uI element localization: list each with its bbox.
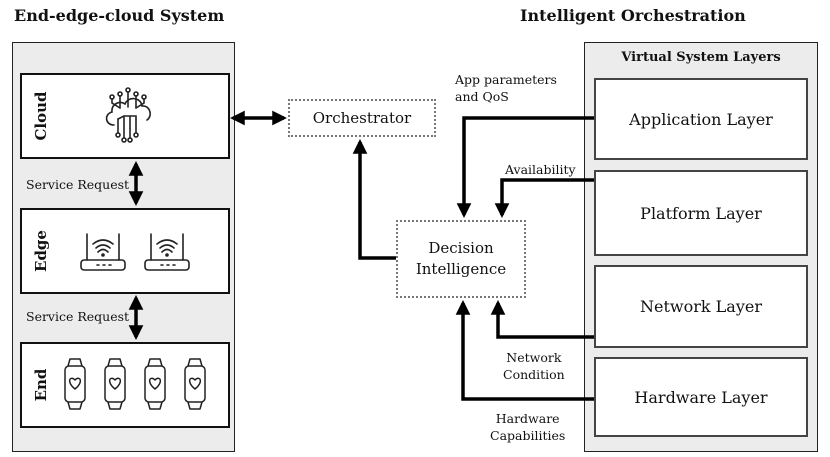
network-layer-label: Network Layer (640, 297, 762, 316)
application-layer: Application Layer (594, 78, 808, 160)
application-decision-arrow (456, 116, 594, 218)
orchestrator-box: Orchestrator (288, 99, 436, 137)
decision-orchestrator-arrow (352, 139, 396, 260)
virtual-layers-title: Virtual System Layers (621, 50, 781, 65)
service-request-label-2: Service Request (26, 309, 130, 324)
platform-decision-arrow (494, 178, 594, 218)
service-request-label-1: Service Request (26, 177, 130, 192)
application-layer-label: Application Layer (629, 109, 773, 129)
cloud-circuit-icon (105, 87, 151, 143)
decision-intelligence-box: Decision Intelligence (396, 220, 526, 298)
smartwatch-heart-icon (64, 358, 206, 410)
network-decision-arrow (490, 300, 594, 339)
platform-layer: Platform Layer (594, 170, 808, 256)
hardware-decision-arrow (455, 300, 594, 401)
cloud-tier: Cloud (20, 73, 230, 159)
hardware-layer: Hardware Layer (594, 357, 808, 437)
orchestrator-label: Orchestrator (312, 108, 412, 127)
platform-layer-label: Platform Layer (640, 203, 762, 223)
wifi-router-icon (80, 233, 190, 271)
right-title: Intelligent Orchestration (520, 6, 746, 25)
app-params-annotation: App parameters and QoS (455, 72, 557, 104)
network-layer: Network Layer (594, 265, 808, 348)
availability-annotation: Availability (505, 162, 576, 177)
end-tier: End (20, 342, 230, 428)
edge-tier: Edge (20, 208, 230, 294)
network-condition-annotation: Network Condition (503, 350, 565, 382)
hardware-layer-label: Hardware Layer (634, 387, 768, 407)
left-title: End-edge-cloud System (14, 6, 225, 25)
decision-intelligence-label: Decision Intelligence (415, 239, 507, 278)
hardware-capabilities-annotation: Hardware Capabilities (490, 411, 566, 443)
